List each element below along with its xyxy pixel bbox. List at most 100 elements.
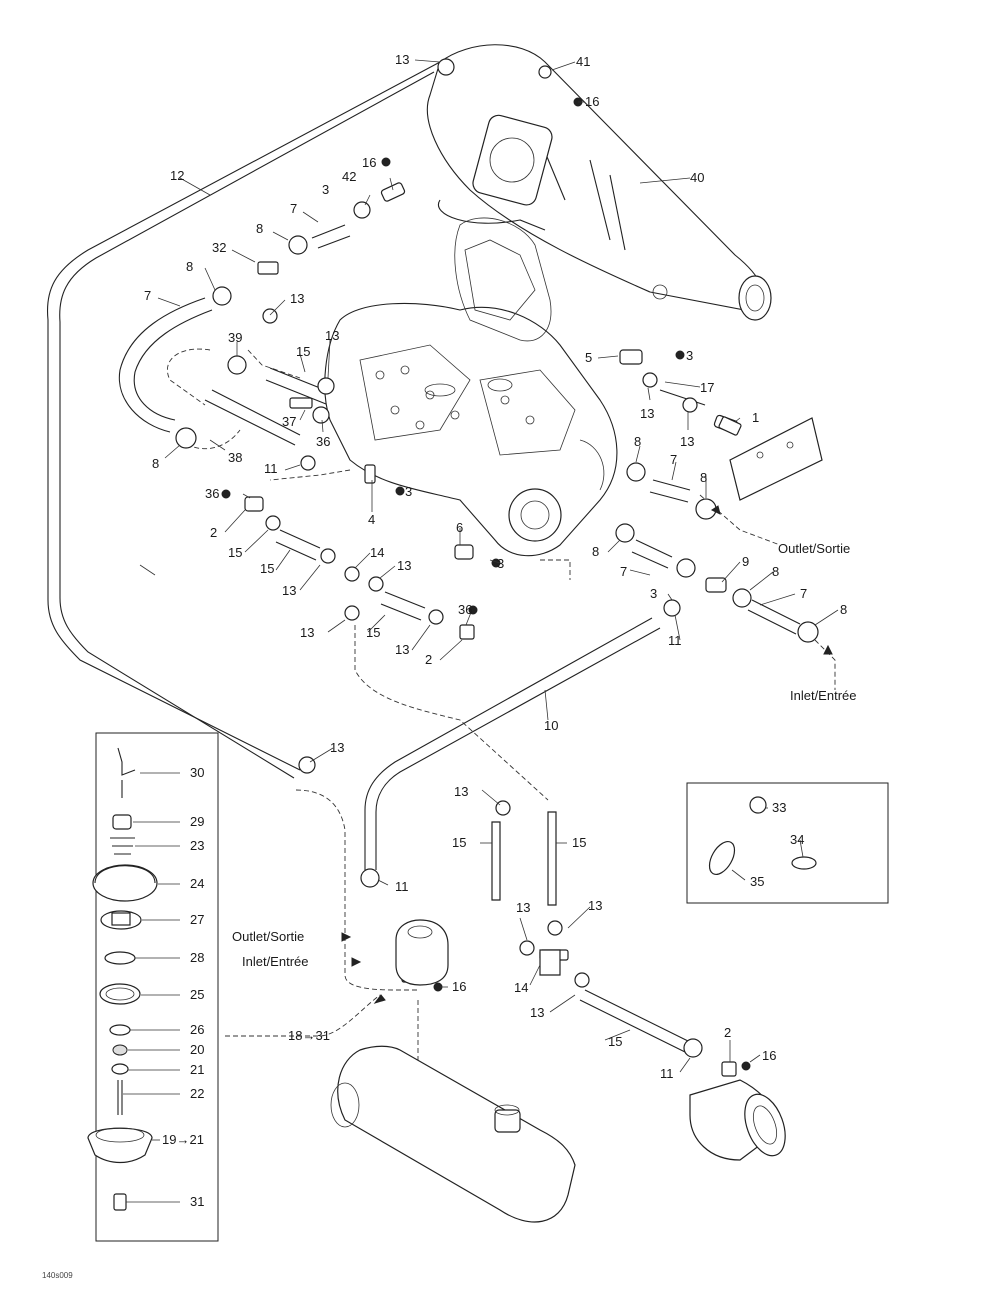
fitting-1-bracket bbox=[718, 416, 823, 501]
short-hoses bbox=[204, 224, 801, 1053]
hose-38-return bbox=[179, 429, 241, 450]
reservoir-tank bbox=[395, 919, 449, 986]
callout-c25: 25 bbox=[190, 987, 204, 1002]
hose-15-left-route bbox=[247, 349, 301, 379]
exhaust-muffler bbox=[426, 44, 772, 321]
callout-c41: 41 bbox=[576, 54, 590, 69]
callout-c16a: 16 bbox=[585, 94, 599, 109]
valve-box bbox=[95, 732, 219, 1242]
callout-c34: 34 bbox=[790, 832, 804, 847]
callout-c7d: 7 bbox=[620, 564, 627, 579]
callout-c23: 23 bbox=[190, 838, 204, 853]
outlet-label-left: Outlet/Sortie bbox=[232, 929, 304, 944]
callout-c5: 5 bbox=[585, 350, 592, 365]
hose-7-left bbox=[118, 297, 213, 433]
callout-c14b: 14 bbox=[514, 980, 528, 995]
callout-c15e: 15 bbox=[452, 835, 466, 850]
callout-c8b: 8 bbox=[186, 259, 193, 274]
callout-c11a: 11 bbox=[264, 461, 278, 476]
callout-c8d: 8 bbox=[634, 434, 641, 449]
engine-block bbox=[324, 217, 618, 557]
callout-c13i: 13 bbox=[395, 642, 409, 657]
inset-box bbox=[686, 782, 889, 904]
callout-c4: 4 bbox=[368, 512, 375, 527]
leader-lines bbox=[123, 59, 839, 1203]
callout-c32: 32 bbox=[212, 240, 226, 255]
callout-c13a: 13 bbox=[395, 52, 409, 67]
callout-c13d: 13 bbox=[640, 406, 654, 421]
callout-c15f: 15 bbox=[572, 835, 586, 850]
callout-c1831: 18→31 bbox=[288, 1028, 330, 1043]
callout-c7e: 7 bbox=[800, 586, 807, 601]
flow-text: Outlet/Sortie Inlet/Entrée Outlet/Sortie… bbox=[42, 541, 857, 1280]
callout-c26: 26 bbox=[190, 1022, 204, 1037]
callout-c16d: 16 bbox=[762, 1048, 776, 1063]
callout-c36c: 36 bbox=[458, 602, 472, 617]
callout-leader-18-31 bbox=[225, 994, 381, 1037]
inlet-arrow-path bbox=[814, 639, 836, 690]
hose-38-hidden bbox=[167, 348, 211, 406]
callout-c15g: 15 bbox=[608, 1034, 622, 1049]
callout-c3c: 3 bbox=[405, 484, 412, 499]
callout-c8f: 8 bbox=[592, 544, 599, 559]
hose-10 bbox=[364, 617, 661, 870]
callout-c13j: 13 bbox=[330, 740, 344, 755]
callout-c40: 40 bbox=[690, 170, 704, 185]
callout-c3a: 3 bbox=[322, 182, 329, 197]
callout-c8e: 8 bbox=[700, 470, 707, 485]
callout-c38: 38 bbox=[228, 450, 242, 465]
callout-c15c: 15 bbox=[260, 561, 274, 576]
callout-c30: 30 bbox=[190, 765, 204, 780]
callout-c10: 10 bbox=[544, 718, 558, 733]
callout-c3d: 3 bbox=[497, 556, 504, 571]
callout-c2a: 2 bbox=[210, 525, 217, 540]
water-box bbox=[330, 1045, 576, 1223]
callout-c28: 28 bbox=[190, 950, 204, 965]
callout-c1: 1 bbox=[752, 410, 759, 425]
callout-c13c: 13 bbox=[325, 328, 339, 343]
fittings bbox=[244, 182, 739, 1077]
callout-c13n: 13 bbox=[530, 1005, 544, 1020]
callout-c6: 6 bbox=[456, 520, 463, 535]
callout-c37: 37 bbox=[282, 414, 296, 429]
callout-c11d: 11 bbox=[660, 1066, 674, 1081]
callout-c42: 42 bbox=[342, 169, 356, 184]
outlet-route bbox=[295, 789, 418, 991]
callout-c29: 29 bbox=[190, 814, 204, 829]
callout-c15d: 15 bbox=[366, 625, 380, 640]
callout-c36b: 36 bbox=[205, 486, 219, 501]
flow-arrows bbox=[341, 505, 833, 1004]
inlet-label-right: Inlet/Entrée bbox=[790, 688, 857, 703]
callout-c21: 21 bbox=[190, 1062, 204, 1077]
callout-c24: 24 bbox=[190, 876, 204, 891]
callout-c8a: 8 bbox=[256, 221, 263, 236]
callout-c13f: 13 bbox=[397, 558, 411, 573]
callout-c16c: 16 bbox=[452, 979, 466, 994]
outlet-label-right: Outlet/Sortie bbox=[778, 541, 850, 556]
outlet-pipe-lower bbox=[689, 1079, 786, 1161]
callout-c35: 35 bbox=[750, 874, 764, 889]
fitting-route bbox=[269, 469, 351, 481]
callout-c22: 22 bbox=[190, 1086, 204, 1101]
callout-c11c: 11 bbox=[395, 879, 409, 894]
callout-c15b: 15 bbox=[228, 545, 242, 560]
callout-c36a: 36 bbox=[316, 434, 330, 449]
callout-c20: 20 bbox=[190, 1042, 204, 1057]
callout-c8h: 8 bbox=[840, 602, 847, 617]
callout-c13h: 13 bbox=[300, 625, 314, 640]
callout-c13e: 13 bbox=[680, 434, 694, 449]
callout-c31: 31 bbox=[190, 1194, 204, 1209]
callout-c13b: 13 bbox=[290, 291, 304, 306]
callout-c12: 12 bbox=[170, 168, 184, 183]
callout-c8c: 8 bbox=[152, 456, 159, 471]
nut-markers bbox=[221, 97, 751, 1071]
callout-c13m: 13 bbox=[588, 898, 602, 913]
inlet-label-left: Inlet/Entrée bbox=[242, 954, 309, 969]
callout-c11b: 11 bbox=[668, 633, 682, 648]
callout-c16b: 16 bbox=[362, 155, 376, 170]
callout-c8g: 8 bbox=[772, 564, 779, 579]
callout-c39: 39 bbox=[228, 330, 242, 345]
